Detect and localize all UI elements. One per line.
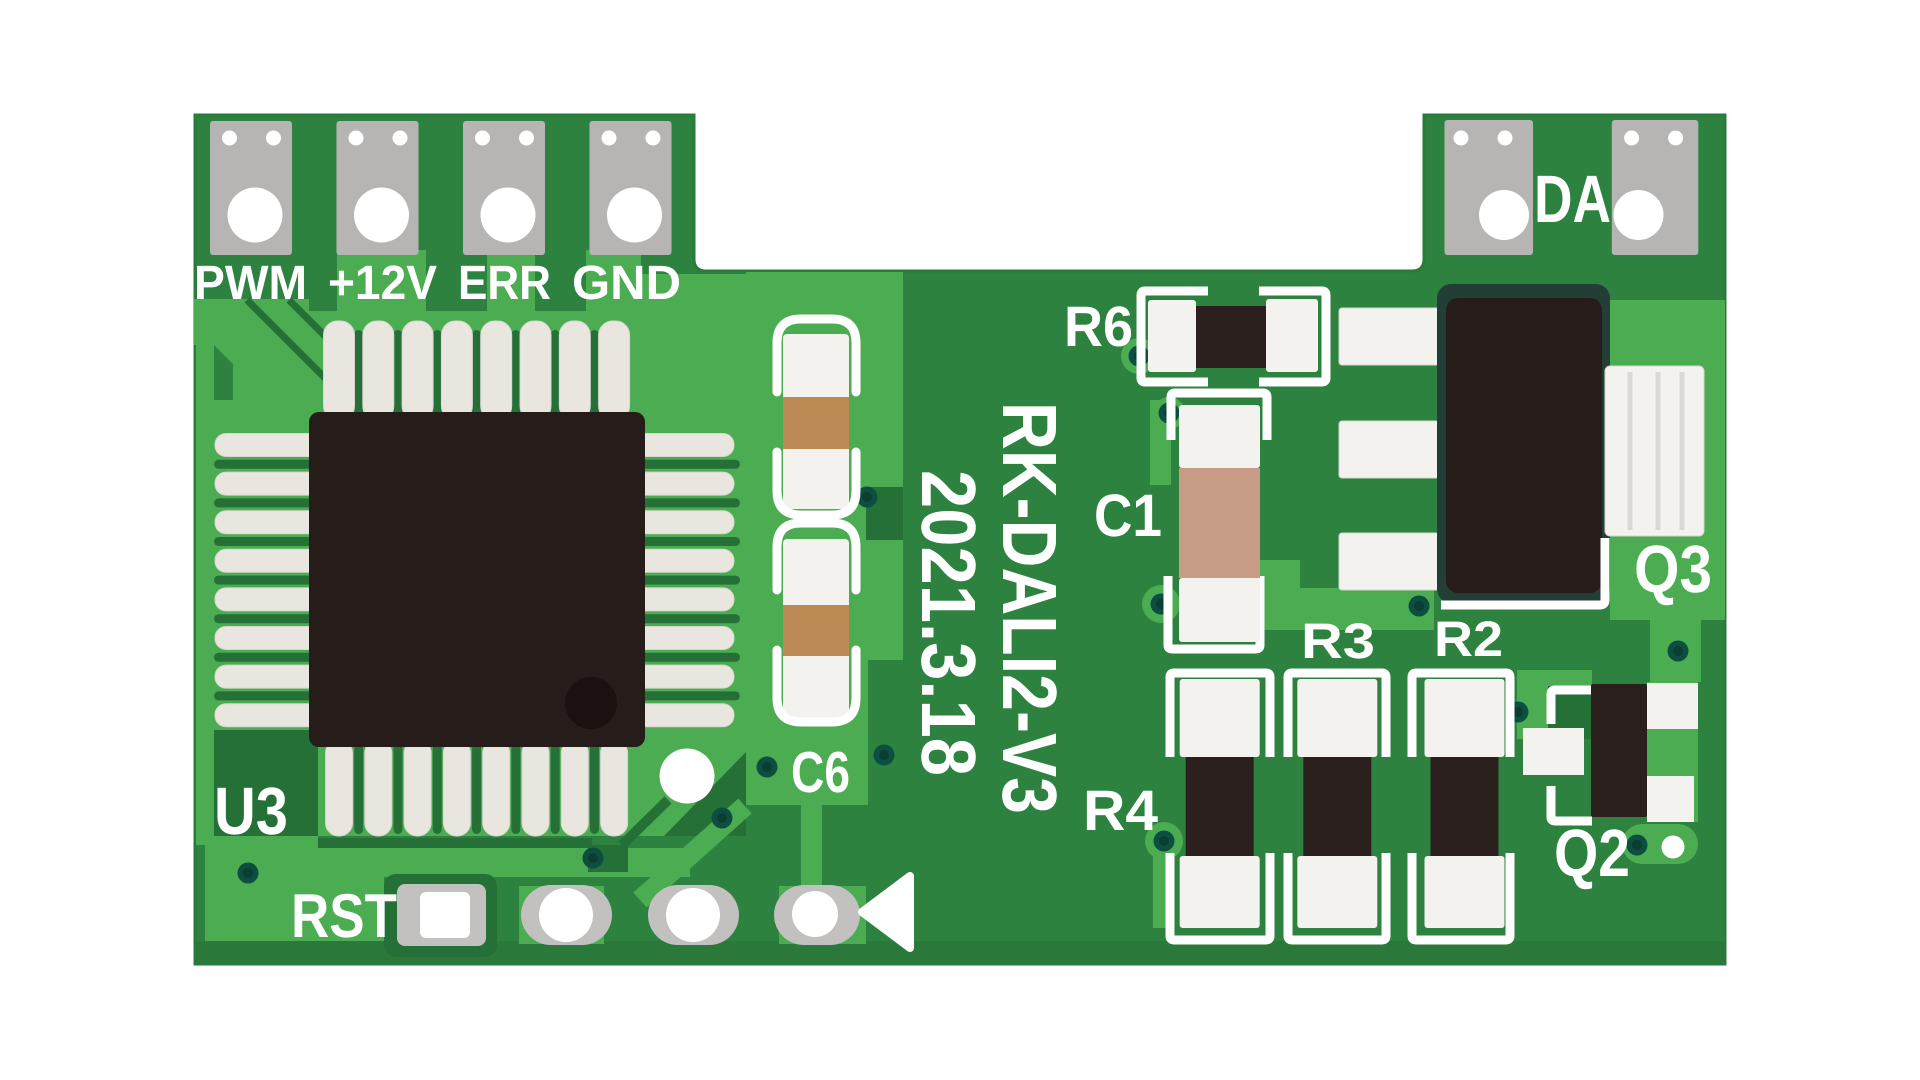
svg-text:C6: C6 [791, 740, 850, 805]
svg-text:DA: DA [1534, 162, 1611, 237]
svg-text:2021.3.18: 2021.3.18 [905, 470, 991, 776]
svg-text:ERR: ERR [458, 256, 551, 310]
svg-text:GND: GND [572, 256, 681, 310]
svg-text:Q3: Q3 [1634, 532, 1712, 607]
svg-text:U3: U3 [214, 774, 288, 849]
svg-text:R2: R2 [1434, 611, 1503, 667]
svg-text:+12V: +12V [328, 256, 437, 310]
svg-text:R4: R4 [1083, 779, 1158, 843]
svg-text:Q2: Q2 [1554, 816, 1630, 891]
svg-text:RST: RST [291, 882, 397, 951]
svg-text:RK-DALI2-V3: RK-DALI2-V3 [986, 402, 1072, 814]
svg-text:R6: R6 [1064, 295, 1133, 359]
svg-text:C1: C1 [1094, 482, 1162, 549]
svg-text:R3: R3 [1301, 613, 1375, 669]
svg-text:PWM: PWM [194, 256, 307, 310]
